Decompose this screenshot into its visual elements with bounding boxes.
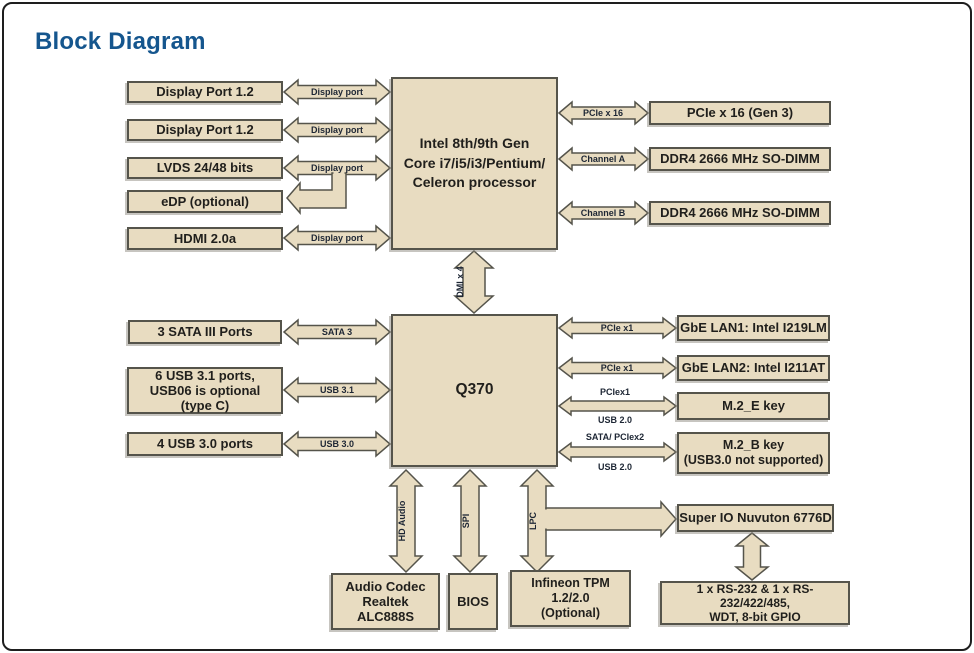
bus-label-channel-b: Channel B bbox=[580, 208, 626, 218]
box-super-io: Super IO Nuvuton 6776D bbox=[677, 504, 834, 532]
bus-label-usb30: USB 3.0 bbox=[319, 439, 355, 449]
box-lvds-label: LVDS 24/48 bits bbox=[156, 160, 254, 176]
arrow-lpc-superio bbox=[545, 500, 678, 538]
box-chipset: Q370 bbox=[391, 314, 558, 467]
box-sata-ports-label: 3 SATA III Ports bbox=[157, 324, 253, 340]
bus-label-pcie-x1-lan1: PCIe x1 bbox=[600, 323, 634, 333]
box-lvds: LVDS 24/48 bits bbox=[127, 157, 283, 179]
box-display-port-2: Display Port 1.2 bbox=[127, 119, 283, 141]
bus-label-pcie-x1-lan2: PCIe x1 bbox=[600, 363, 634, 373]
arrow-display-port-1 bbox=[282, 78, 392, 106]
box-tpm-line-2: (Optional) bbox=[540, 605, 600, 620]
bus-label-usb20-m2b: USB 2.0 bbox=[597, 462, 633, 472]
box-lan2-label: GbE LAN2: Intel I211AT bbox=[681, 360, 826, 376]
box-serial: 1 x RS-232 & 1 x RS-232/422/485, WDT, 8-… bbox=[660, 581, 850, 625]
box-ddr4-a: DDR4 2666 MHz SO-DIMM bbox=[649, 147, 831, 171]
box-hdmi-label: HDMI 2.0a bbox=[173, 230, 237, 246]
box-super-io-label: Super IO Nuvuton 6776D bbox=[679, 510, 832, 526]
box-serial-line-2: WDT, 8-bit GPIO bbox=[709, 610, 801, 625]
box-cpu-line-1: Intel 8th/9th Gen bbox=[419, 135, 530, 152]
arrow-usb31 bbox=[282, 376, 392, 404]
arrow-m2b bbox=[557, 441, 678, 463]
box-lan1-label: GbE LAN1: Intel I219LM bbox=[680, 320, 827, 336]
box-cpu-line-3: Celeron processor bbox=[412, 174, 537, 191]
box-ddr4-b: DDR4 2666 MHz SO-DIMM bbox=[649, 201, 831, 225]
box-m2-e: M.2_E key bbox=[677, 392, 830, 420]
bus-label-channel-a: Channel A bbox=[580, 154, 626, 164]
bus-label-pciex1-m2e: PCIex1 bbox=[599, 387, 631, 397]
box-usb30-ports-label: 4 USB 3.0 ports bbox=[156, 436, 254, 452]
bus-label-pcie-x16: PCIe x 16 bbox=[582, 108, 624, 118]
box-pcie16-label: PCIe x 16 (Gen 3) bbox=[686, 105, 794, 121]
arrow-sata3 bbox=[282, 318, 392, 346]
bus-label-display-port-1: Display port bbox=[310, 87, 364, 97]
bus-label-display-port-3: Display port bbox=[310, 163, 364, 173]
box-hdmi: HDMI 2.0a bbox=[127, 227, 283, 250]
box-display-port-1-label: Display Port 1.2 bbox=[156, 84, 254, 100]
arrow-channel-b bbox=[557, 200, 650, 226]
box-audio-codec: Audio Codec Realtek ALC888S bbox=[331, 573, 440, 630]
bus-label-usb31: USB 3.1 bbox=[319, 385, 355, 395]
box-usb31-line-2: USB06 is optional bbox=[149, 382, 261, 398]
box-lan1: GbE LAN1: Intel I219LM bbox=[677, 315, 830, 341]
box-lan2: GbE LAN2: Intel I211AT bbox=[677, 355, 830, 381]
box-bios-label: BIOS bbox=[457, 593, 489, 609]
arrow-spi bbox=[452, 468, 488, 574]
arrow-superio-serial bbox=[733, 532, 771, 581]
arrow-hd-audio bbox=[388, 468, 424, 574]
page-title: Block Diagram bbox=[35, 28, 206, 55]
arrow-display-port-hdmi bbox=[282, 224, 392, 252]
box-ddr4-b-label: DDR4 2666 MHz SO-DIMM bbox=[660, 205, 820, 221]
box-m2-b-line-1: M.2_B key bbox=[722, 438, 785, 453]
bus-label-spi: SPI bbox=[461, 513, 471, 529]
bus-label-display-port-4: Display port bbox=[310, 233, 364, 243]
arrow-pciex1-lan1 bbox=[557, 316, 678, 340]
box-edp: eDP (optional) bbox=[127, 190, 283, 213]
box-audio-line-2: Realtek ALC888S bbox=[356, 593, 415, 625]
box-usb31-line-3: (type C) bbox=[180, 398, 230, 414]
box-tpm: Infineon TPM 1.2/2.0 (Optional) bbox=[510, 570, 631, 627]
arrow-usb30 bbox=[282, 430, 392, 458]
edp-junction-cover bbox=[333, 170, 345, 176]
box-display-port-1: Display Port 1.2 bbox=[127, 81, 283, 103]
box-edp-label: eDP (optional) bbox=[161, 193, 249, 209]
box-audio-line-1: Audio Codec bbox=[345, 578, 426, 594]
arrow-display-port-lvds bbox=[282, 154, 392, 182]
box-serial-line-1: 1 x RS-232 & 1 x RS-232/422/485, bbox=[696, 581, 814, 610]
arrow-dmi bbox=[453, 249, 495, 315]
box-m2-b-line-2: (USB3.0 not supported) bbox=[683, 453, 824, 467]
arrow-channel-a bbox=[557, 146, 650, 172]
box-usb31-ports: 6 USB 3.1 ports, USB06 is optional (type… bbox=[127, 367, 283, 414]
box-pcie16: PCIe x 16 (Gen 3) bbox=[649, 101, 831, 125]
box-display-port-2-label: Display Port 1.2 bbox=[156, 122, 254, 138]
box-usb31-line-1: 6 USB 3.1 ports, bbox=[155, 367, 255, 383]
box-bios: BIOS bbox=[448, 573, 498, 630]
box-cpu-line-2: Core i7/i5/i3/Pentium/ bbox=[403, 154, 546, 171]
arrow-pcie-x16 bbox=[557, 100, 650, 126]
box-usb30-ports: 4 USB 3.0 ports bbox=[127, 432, 283, 456]
lpc-junction-cover bbox=[544, 509, 548, 529]
bus-label-hd-audio: HD Audio bbox=[397, 500, 407, 542]
bus-label-sata3: SATA 3 bbox=[321, 327, 353, 337]
bus-label-dmi: DMI x 4 bbox=[455, 266, 465, 298]
bus-label-usb20-m2e: USB 2.0 bbox=[597, 415, 633, 425]
box-chipset-label: Q370 bbox=[455, 381, 494, 399]
arrow-display-port-2 bbox=[282, 116, 392, 144]
box-sata-ports: 3 SATA III Ports bbox=[128, 320, 282, 344]
arrow-pciex1-lan2 bbox=[557, 356, 678, 380]
box-m2-b: M.2_B key (USB3.0 not supported) bbox=[677, 432, 830, 474]
bus-label-sata-pciex2: SATA/ PCIex2 bbox=[585, 432, 645, 442]
bus-label-display-port-2: Display port bbox=[310, 125, 364, 135]
box-tpm-line-1: Infineon TPM 1.2/2.0 bbox=[531, 576, 610, 606]
bus-label-lpc: LPC bbox=[528, 512, 538, 530]
arrow-m2e bbox=[557, 395, 678, 417]
box-cpu: Intel 8th/9th Gen Core i7/i5/i3/Pentium/… bbox=[391, 77, 558, 250]
box-m2-e-label: M.2_E key bbox=[722, 398, 785, 414]
box-ddr4-a-label: DDR4 2666 MHz SO-DIMM bbox=[660, 151, 820, 167]
